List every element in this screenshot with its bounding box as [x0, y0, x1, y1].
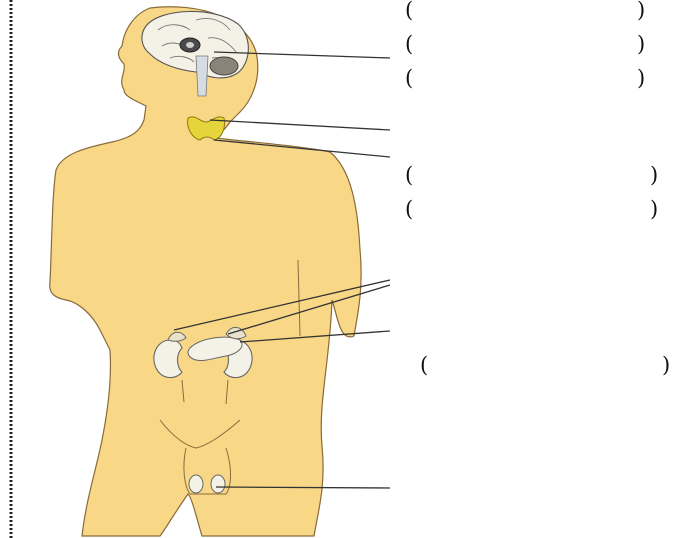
- blank-2-open: (: [405, 34, 413, 55]
- brain-stem: [196, 56, 208, 96]
- blank-6-open: (: [420, 355, 428, 376]
- blank-5-close: ): [650, 199, 658, 220]
- blank-6-close: ): [662, 355, 670, 376]
- blank-2-close: ): [637, 34, 645, 55]
- blank-4-open: (: [405, 165, 413, 186]
- left-kidney: [154, 340, 182, 378]
- blank-1-open: (: [405, 0, 413, 21]
- leader-line-thyroid: [210, 120, 390, 130]
- blank-3-open: (: [405, 68, 413, 89]
- blank-5-open: (: [405, 199, 413, 220]
- blank-1-close: ): [637, 0, 645, 21]
- blank-4-close: ): [650, 165, 658, 186]
- cerebellum: [210, 57, 238, 75]
- blank-3-close: ): [637, 68, 645, 89]
